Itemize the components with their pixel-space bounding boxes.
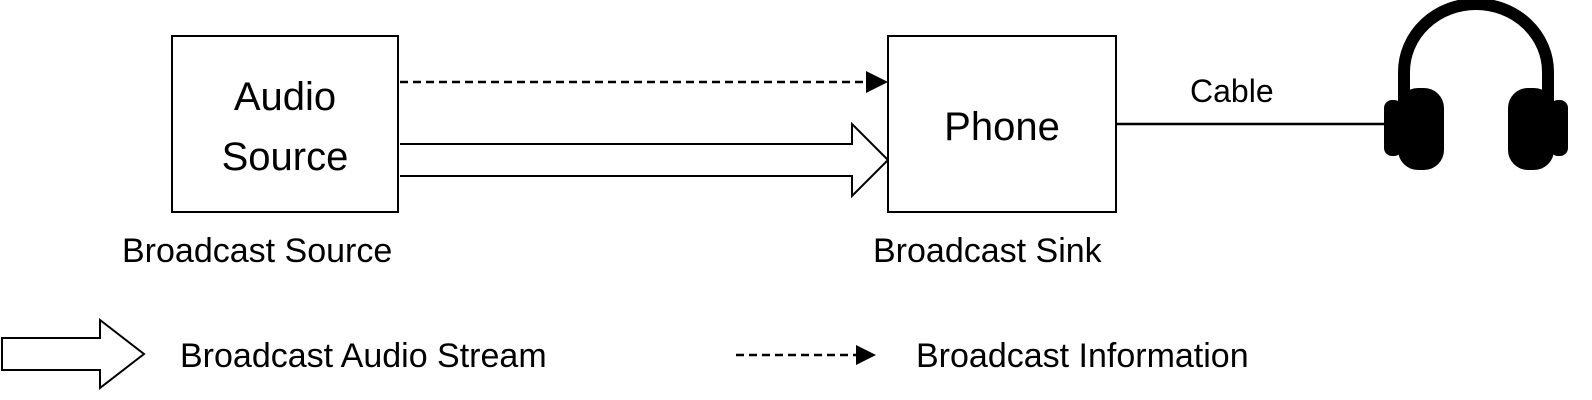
phone-label: Phone: [944, 105, 1060, 149]
legend-stream-arrow: [1, 317, 146, 391]
phone-node: Phone: [887, 35, 1117, 213]
broadcast-audio-stream-arrow: [400, 121, 890, 199]
broadcast-sink-caption: Broadcast Sink: [873, 232, 1103, 270]
headphones-icon: [1384, 0, 1568, 170]
legend-info-label: Broadcast Information: [916, 337, 1249, 375]
audio-source-box: [171, 35, 399, 213]
audio-source-label-line1: Audio: [234, 75, 336, 119]
cable-label: Cable: [1190, 73, 1274, 109]
audio-source-label-line2: Source: [222, 135, 349, 179]
broadcast-information-arrowhead: [866, 71, 888, 93]
legend-stream-label: Broadcast Audio Stream: [180, 337, 547, 375]
legend-info-arrowhead: [856, 345, 876, 365]
phone-box: [887, 35, 1117, 213]
broadcast-source-caption: Broadcast Source: [122, 232, 392, 270]
audio-source-node: Audio Source: [171, 35, 399, 213]
